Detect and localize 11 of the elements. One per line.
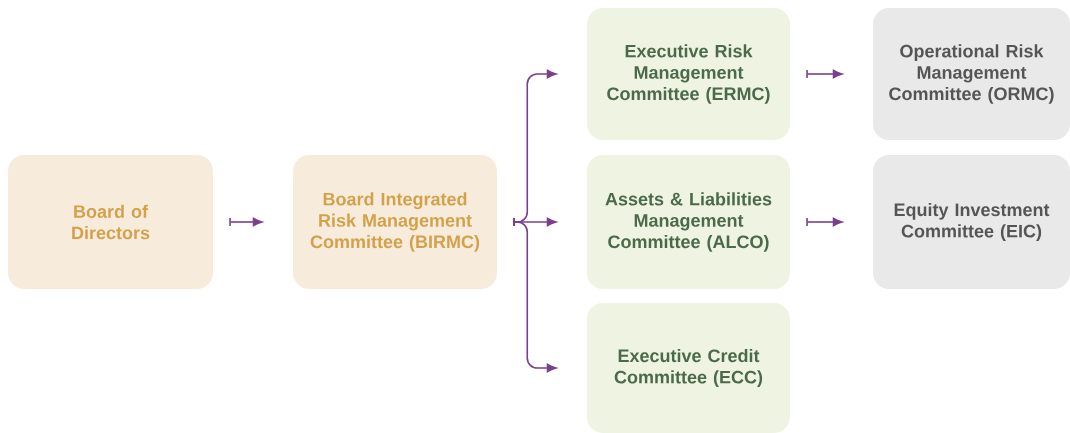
arrow: [806, 217, 843, 227]
arrow: [229, 217, 263, 227]
committee-box: Executive Credit Committee (ECC): [587, 303, 790, 433]
committee-box: Board of Directors: [8, 155, 213, 289]
committee-box: Executive Risk Management Committee (ERMC): [587, 8, 790, 140]
committee-box: Board Integrated Risk Management Committee (BIRMC): [293, 155, 497, 289]
arrow: [806, 69, 843, 79]
committee-box: Operational Risk Management Committee (ORMC): [873, 8, 1070, 140]
committee-box: Equity Investment Committee (EIC): [873, 155, 1070, 289]
arrow: [513, 217, 557, 373]
committee-box: Assets & Liabilities Management Committee (ALCO): [587, 155, 790, 289]
